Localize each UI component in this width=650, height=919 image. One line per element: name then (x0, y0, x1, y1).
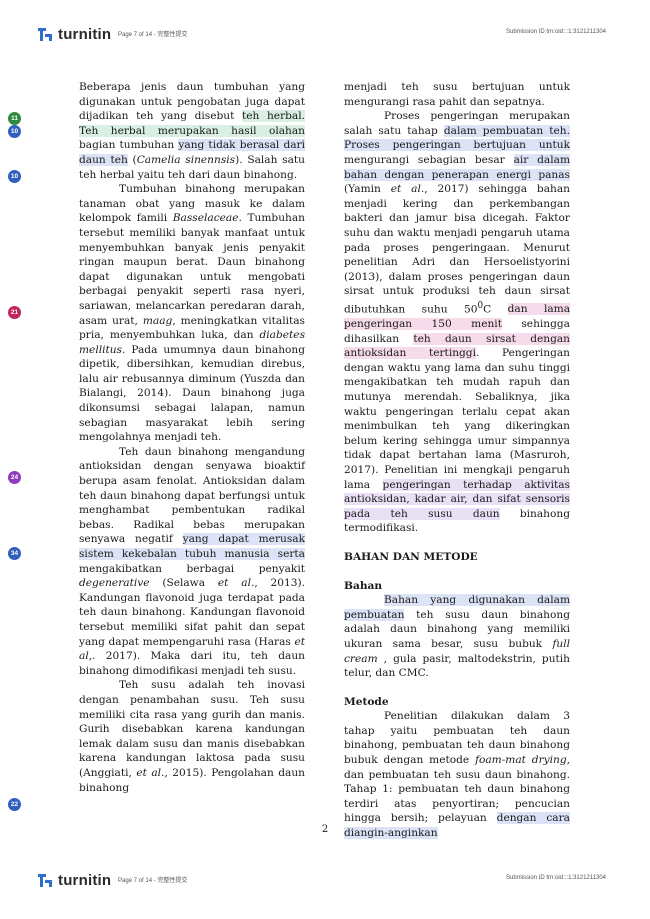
paragraph-method: Penelitian dilakukan dalam 3 tahap yaitu… (344, 709, 570, 840)
text-run: binahong termodifikasi. (344, 507, 570, 535)
footer-submission-id: Submission ID trn:oid:::1:3121211304 (506, 875, 606, 881)
left-column: Beberapa jenis daun tumbuhan yang diguna… (79, 80, 305, 795)
italic-term: diabetes mellitus (79, 329, 305, 356)
match-marker[interactable]: 10 (8, 170, 21, 183)
text-run: Penelitian dilakukan dalam 3 tahap yaitu… (344, 710, 570, 767)
text-run: C (483, 303, 508, 316)
text-run: , dan pembuatan teh susu daun binahong. … (344, 754, 570, 825)
turnitin-header: turnitin Page 7 of 14 - 完整性提交 Submission… (0, 22, 650, 48)
highlight-match[interactable]: pengeringan terhadap aktivitas antioksid… (344, 478, 570, 520)
paragraph-antioxidant: Teh daun binahong mengandung antioksidan… (79, 445, 305, 679)
paragraph-binahong-plant: Tumbuhan binahong merupakan tanaman obat… (79, 182, 305, 445)
text-run: . Pada umumnya daun binahong dipetik, di… (79, 343, 305, 444)
italic-term: Camelia sinennsis (136, 153, 236, 166)
match-marker[interactable]: 22 (8, 798, 21, 811)
italic-term: et al. (217, 577, 255, 590)
text-run: ., 2017) sehingga bahan menjadi kering d… (344, 183, 570, 316)
turnitin-logo-text: turnitin (58, 871, 112, 889)
text-run: ( (127, 153, 137, 166)
text-run: . Tumbuhan tersebut memiliki banyak manf… (79, 212, 305, 327)
spacer (344, 565, 570, 579)
text-run: , 2013). Kandungan flavonoid juga terdap… (79, 577, 306, 648)
text-run: , gula pasir, maltodekstrin, putih telur… (344, 652, 570, 680)
text-run: mengakibatkan berbagai penyakit (79, 562, 305, 575)
spacer (344, 536, 570, 550)
italic-term: degenerative (79, 577, 150, 590)
page-number: 2 (321, 824, 329, 835)
text-run: , 2015). Pengolahan daun binahong (79, 766, 305, 794)
text-run: Proses pengeringan merupakan salah satu … (344, 110, 570, 137)
paragraph-drying-process: Proses pengeringan merupakan salah satu … (344, 109, 571, 536)
header-submission-id: Submission ID trn:oid:::1:3121211304 (506, 29, 606, 35)
text-run: , meningkatkan vitalitas pria, menyembuh… (79, 314, 305, 342)
text-run: mengurangi sebagian besar (344, 153, 514, 166)
paragraph-materials: Bahan yang digunakan dalam pembuatan teh… (344, 593, 570, 681)
subheading-materials: Bahan (344, 579, 383, 592)
spacer (344, 681, 570, 695)
turnitin-logo-text: turnitin (58, 25, 112, 43)
paragraph-herbal-tea: Beberapa jenis daun tumbuhan yang diguna… (79, 80, 305, 182)
footer-page-info: Page 7 of 14 - 完整性提交 (118, 878, 188, 884)
subheading-method: Metode (344, 695, 389, 708)
text-run: . Pengeringan dengan waktu yang lama dan… (344, 347, 570, 491)
match-marker[interactable]: 34 (8, 547, 21, 560)
turnitin-logo: turnitin (36, 870, 111, 890)
match-marker[interactable]: 10 (8, 125, 21, 138)
paragraph-milk-tea: Teh susu adalah teh inovasi dengan penam… (79, 678, 305, 795)
right-column: menjadi teh susu bertujuan untuk mengura… (344, 80, 571, 841)
italic-term: foam-mat drying (475, 754, 567, 767)
turnitin-logo-icon (38, 28, 52, 41)
text-run: ). Salah satu teh herbal yaitu teh dari … (79, 153, 305, 181)
turnitin-footer: turnitin Page 7 of 14 - 完整性提交 Submission… (0, 868, 650, 894)
text-run: (Yamin (344, 183, 391, 196)
italic-term: et al (390, 183, 421, 196)
text-run: Teh susu adalah teh inovasi dengan penam… (79, 679, 305, 779)
text-run: Tumbuhan binahong merupakan tanaman obat… (79, 183, 305, 225)
match-marker[interactable]: 21 (8, 306, 21, 319)
match-marker[interactable]: 11 (8, 112, 21, 125)
header-page-info: Page 7 of 14 - 完整性提交 (118, 32, 188, 38)
section-heading-methods: BAHAN DAN METODE (344, 550, 478, 563)
paragraph-continuation: menjadi teh susu bertujuan untuk mengura… (344, 81, 570, 108)
text-run: . 2017). Maka dari itu, teh daun binahon… (79, 650, 305, 677)
text-run: (Selawa (149, 577, 218, 590)
text-run: teh susu daun binahong adalah daun binah… (344, 608, 570, 650)
italic-term: et al, (79, 635, 305, 663)
italic-term: Basselaceae (172, 212, 239, 225)
italic-term: maag (142, 314, 173, 327)
text-run: Teh daun binahong mengandung antioksidan… (79, 445, 305, 546)
text-run: sehingga dihasilkan (344, 318, 570, 345)
text-run: Beberapa jenis daun tumbuhan yang diguna… (79, 81, 305, 123)
turnitin-logo-icon (38, 874, 52, 887)
italic-term: full cream (344, 637, 570, 665)
italic-term: et al. (136, 766, 165, 779)
text-run: bagian tumbuhan (79, 139, 179, 152)
match-marker[interactable]: 24 (8, 471, 21, 484)
turnitin-logo: turnitin (36, 24, 111, 44)
superscript: 0 (477, 300, 484, 311)
